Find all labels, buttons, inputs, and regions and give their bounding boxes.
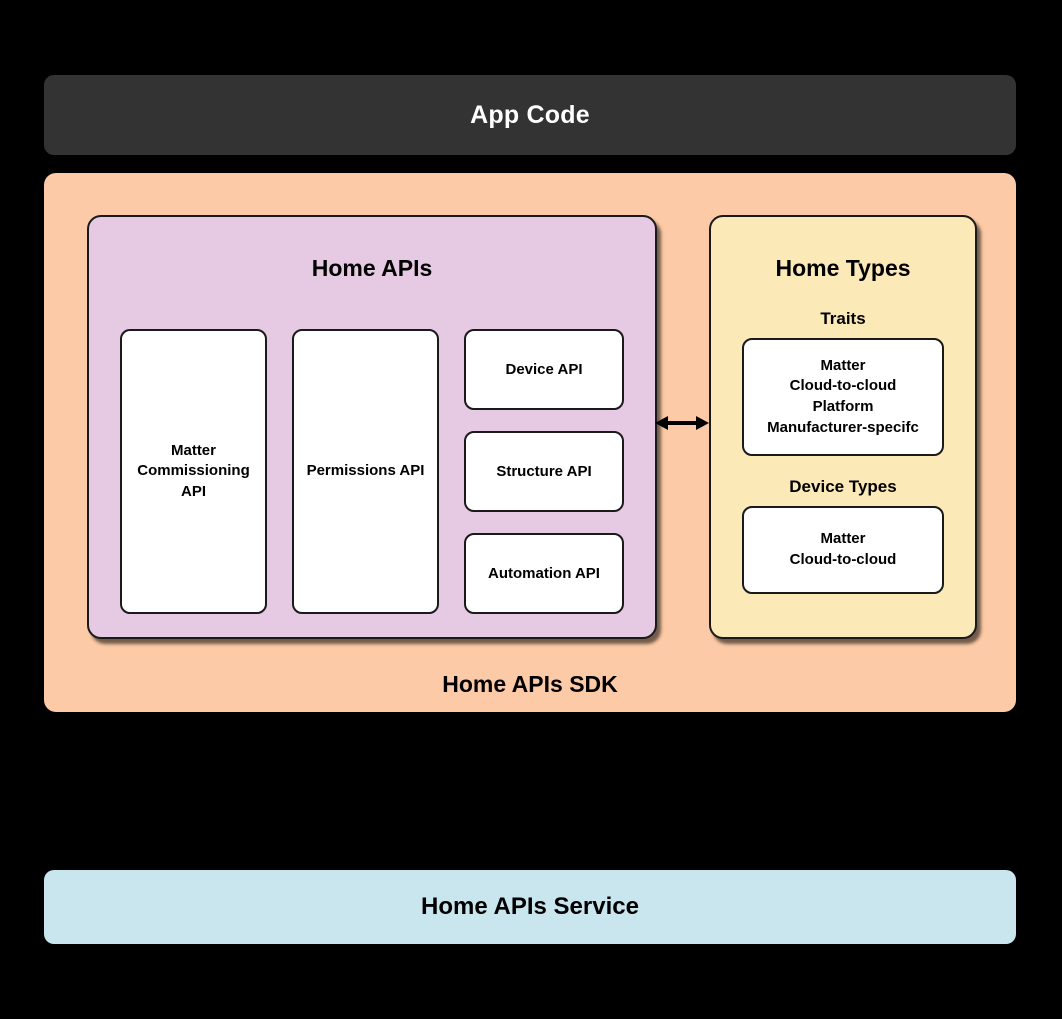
- home-apis-sdk-block: Home APIs Matter Commissioning API Permi…: [44, 173, 1016, 712]
- automation-api-box: Automation API: [464, 533, 624, 614]
- home-apis-service-block: Home APIs Service: [44, 870, 1016, 944]
- home-types-groups: Traits Matter Cloud-to-cloud Platform Ma…: [742, 309, 944, 594]
- home-apis-title: Home APIs: [311, 255, 433, 281]
- home-types-panel: Home Types Traits Matter Cloud-to-cloud …: [709, 215, 977, 639]
- bidirectional-arrow-icon: [655, 416, 709, 430]
- app-code-block: App Code: [44, 75, 1016, 155]
- api-stack-column: Device API Structure API Automation API: [464, 329, 624, 614]
- device-types-box: Matter Cloud-to-cloud: [742, 506, 944, 594]
- home-types-title: Home Types: [775, 255, 911, 281]
- device-api-box: Device API: [464, 329, 624, 410]
- matter-commissioning-api-box: Matter Commissioning API: [120, 329, 267, 614]
- home-apis-box-group: Matter Commissioning API Permissions API…: [120, 329, 624, 614]
- home-apis-panel: Home APIs Matter Commissioning API Permi…: [87, 215, 657, 639]
- structure-api-box: Structure API: [464, 431, 624, 512]
- traits-box: Matter Cloud-to-cloud Platform Manufactu…: [742, 338, 944, 456]
- permissions-api-box: Permissions API: [292, 329, 439, 614]
- app-code-label: App Code: [470, 100, 590, 129]
- device-types-group-label: Device Types: [789, 477, 897, 496]
- home-apis-service-label: Home APIs Service: [421, 893, 639, 920]
- traits-group-label: Traits: [820, 309, 866, 328]
- home-apis-sdk-label: Home APIs SDK: [442, 671, 618, 697]
- types-spacer: [742, 456, 944, 477]
